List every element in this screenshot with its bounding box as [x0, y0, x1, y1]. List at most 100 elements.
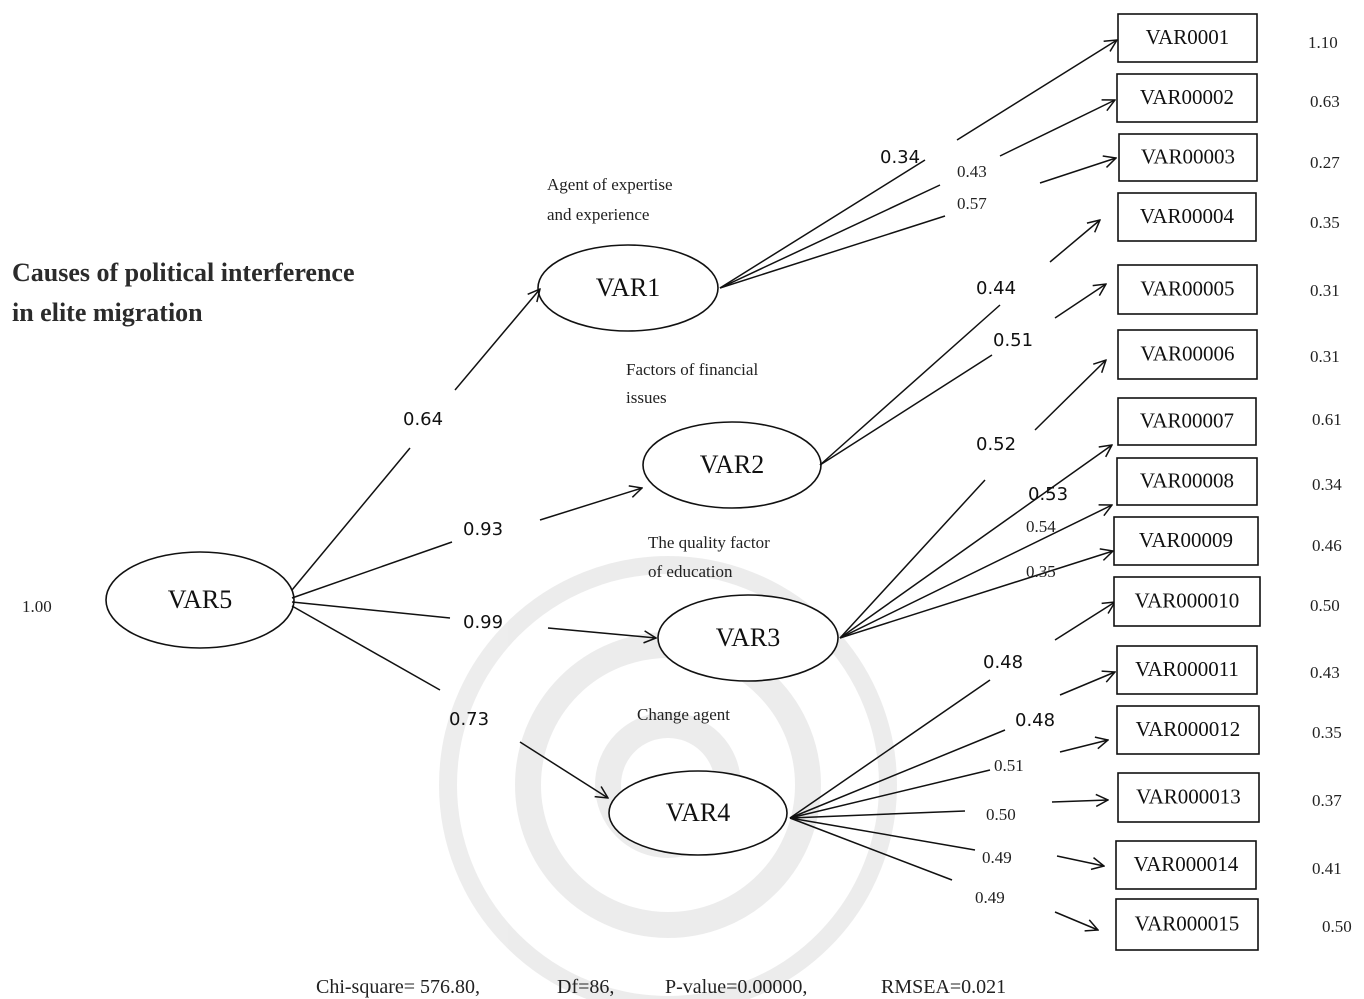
coef-var1-var00002: 0.43 — [957, 162, 987, 181]
observed-box-var00006 — [1117, 329, 1258, 380]
loading-var4-var000015-upper — [1054, 911, 1098, 930]
error-variance-var00005: 0.31 — [1310, 281, 1340, 300]
coef-var1-var0001: 0.34 — [880, 147, 920, 168]
observed-box-var000013 — [1117, 772, 1260, 823]
error-variance-var00006: 0.31 — [1310, 347, 1340, 366]
observed-label-var000015: VAR000015 — [1135, 911, 1240, 935]
structural-path-var5-var1-upper — [454, 289, 540, 391]
loading-var4-var000014-upper — [1056, 855, 1104, 866]
var2-caption-line2: issues — [626, 388, 667, 407]
loading-var4-var000013-upper — [1051, 800, 1108, 802]
loading-var3-var00007 — [839, 445, 1112, 639]
error-variance-var00002: 0.63 — [1310, 92, 1340, 111]
loading-var1-var00002-lower — [719, 184, 941, 289]
structural-path-var5-var2-lower — [291, 541, 453, 599]
observed-label-var000013: VAR000013 — [1136, 784, 1241, 808]
loading-var4-var000011-upper — [1059, 672, 1115, 696]
var4-caption: Change agent — [637, 705, 730, 724]
loading-var4-var000015-lower — [789, 817, 953, 881]
error-variance-var000010: 0.50 — [1310, 596, 1340, 615]
error-variance-var00008: 0.34 — [1312, 475, 1342, 494]
var1-caption-line2: and experience — [547, 205, 649, 224]
observed-label-var00003: VAR00003 — [1141, 144, 1235, 168]
latent-ellipse-var3 — [657, 594, 839, 682]
loading-var3-var00009 — [839, 551, 1113, 639]
structural-path-var5-var4-lower — [291, 605, 441, 691]
error-variance-var00007: 0.61 — [1312, 410, 1342, 429]
latent-label-var3: VAR3 — [716, 623, 781, 652]
var3-caption-line1: The quality factor — [648, 533, 770, 552]
error-variance-var000013: 0.37 — [1312, 791, 1342, 810]
structural-path-var5-var3-lower — [291, 601, 451, 619]
coef-var4-var000012: 0.51 — [994, 756, 1024, 775]
structural-path-var5-var4-upper — [519, 741, 608, 798]
loading-var4-var000012-lower — [789, 769, 991, 819]
coef-var3-var00006: 0.52 — [976, 434, 1016, 455]
coef-var1-var00003: 0.57 — [957, 194, 987, 213]
error-variance-var000011: 0.43 — [1310, 663, 1340, 682]
observed-box-var000014 — [1115, 840, 1257, 890]
loading-var4-var000012-upper — [1059, 740, 1108, 753]
observed-label-var000014: VAR000014 — [1134, 852, 1239, 876]
error-variance-var000012: 0.35 — [1312, 723, 1342, 742]
observed-box-var000012 — [1116, 705, 1260, 755]
latent-label-var2: VAR2 — [700, 450, 765, 479]
diagram-title-line2: in elite migration — [12, 298, 203, 327]
loading-var4-var000013-lower — [789, 810, 966, 819]
coef-var3-var00009: 0.35 — [1026, 562, 1056, 581]
loading-var4-var000010-lower — [789, 679, 991, 819]
loading-var1-var00003-lower — [719, 215, 946, 289]
observed-box-var00008 — [1116, 457, 1258, 506]
observed-label-var000011: VAR000011 — [1135, 657, 1239, 681]
latent-label-var5: VAR5 — [168, 585, 233, 614]
observed-label-var000012: VAR000012 — [1136, 717, 1241, 741]
coef-var2-var00005: 0.51 — [993, 330, 1033, 351]
error-variance-var0001: 1.10 — [1308, 33, 1338, 52]
error-variance-var000014: 0.41 — [1312, 859, 1342, 878]
var3-caption-line2: of education — [648, 562, 733, 581]
observed-box-var000011 — [1116, 645, 1258, 695]
loading-var4-var000014-lower — [789, 817, 976, 851]
loading-var2-var00004-lower — [819, 304, 1001, 466]
loading-var1-var0001-upper — [956, 40, 1117, 141]
coef-var4-var000011: 0.48 — [1015, 710, 1055, 731]
loading-var1-var00003-upper — [1039, 158, 1116, 184]
fit-chi-square: Chi-square= 576.80, — [316, 976, 480, 998]
error-variance-var00003: 0.27 — [1310, 153, 1340, 172]
observed-box-var00004 — [1117, 192, 1257, 242]
loading-var2-var00005-upper — [1054, 284, 1106, 319]
fit-rmsea: RMSEA=0.021 — [881, 976, 1006, 998]
coef-var4-var000015: 0.49 — [975, 888, 1005, 907]
observed-label-var00005: VAR00005 — [1140, 276, 1234, 300]
coef-var4-var000013: 0.50 — [986, 805, 1016, 824]
loading-var3-var00006-lower — [839, 479, 986, 639]
observed-box-var000010 — [1113, 576, 1261, 627]
observed-label-var00008: VAR00008 — [1140, 468, 1234, 492]
observed-box-var00002 — [1116, 73, 1258, 123]
error-variance-var000015: 0.50 — [1322, 917, 1352, 936]
coef-var5-var3: 0.99 — [463, 612, 503, 633]
observed-label-var000010: VAR000010 — [1135, 588, 1240, 612]
observed-box-var00005 — [1117, 264, 1258, 315]
latent-label-var1: VAR1 — [596, 273, 661, 302]
coef-var4-var000010: 0.48 — [983, 652, 1023, 673]
observed-box-var00009 — [1113, 516, 1259, 566]
diagram-title-line1: Causes of political interference — [12, 258, 355, 287]
structural-path-var5-var1-lower — [291, 447, 411, 591]
fit-p-value: P-value=0.00000, — [665, 976, 807, 998]
coef-var3-var00008: 0.54 — [1026, 517, 1056, 536]
observed-label-var00004: VAR00004 — [1140, 204, 1235, 228]
observed-box-var000015 — [1115, 898, 1259, 951]
loading-var3-var00008 — [839, 505, 1112, 639]
loading-var2-var00004-upper — [1049, 220, 1100, 263]
var5-variance: 1.00 — [22, 597, 52, 616]
structural-path-var5-var3-upper — [547, 627, 656, 638]
var2-caption-line1: Factors of financial — [626, 360, 758, 379]
observed-label-var0001: VAR0001 — [1146, 25, 1230, 49]
loading-var1-var0001-lower — [719, 159, 926, 289]
loading-var4-var000011-lower — [789, 729, 1006, 819]
observed-label-var00006: VAR00006 — [1140, 341, 1234, 365]
